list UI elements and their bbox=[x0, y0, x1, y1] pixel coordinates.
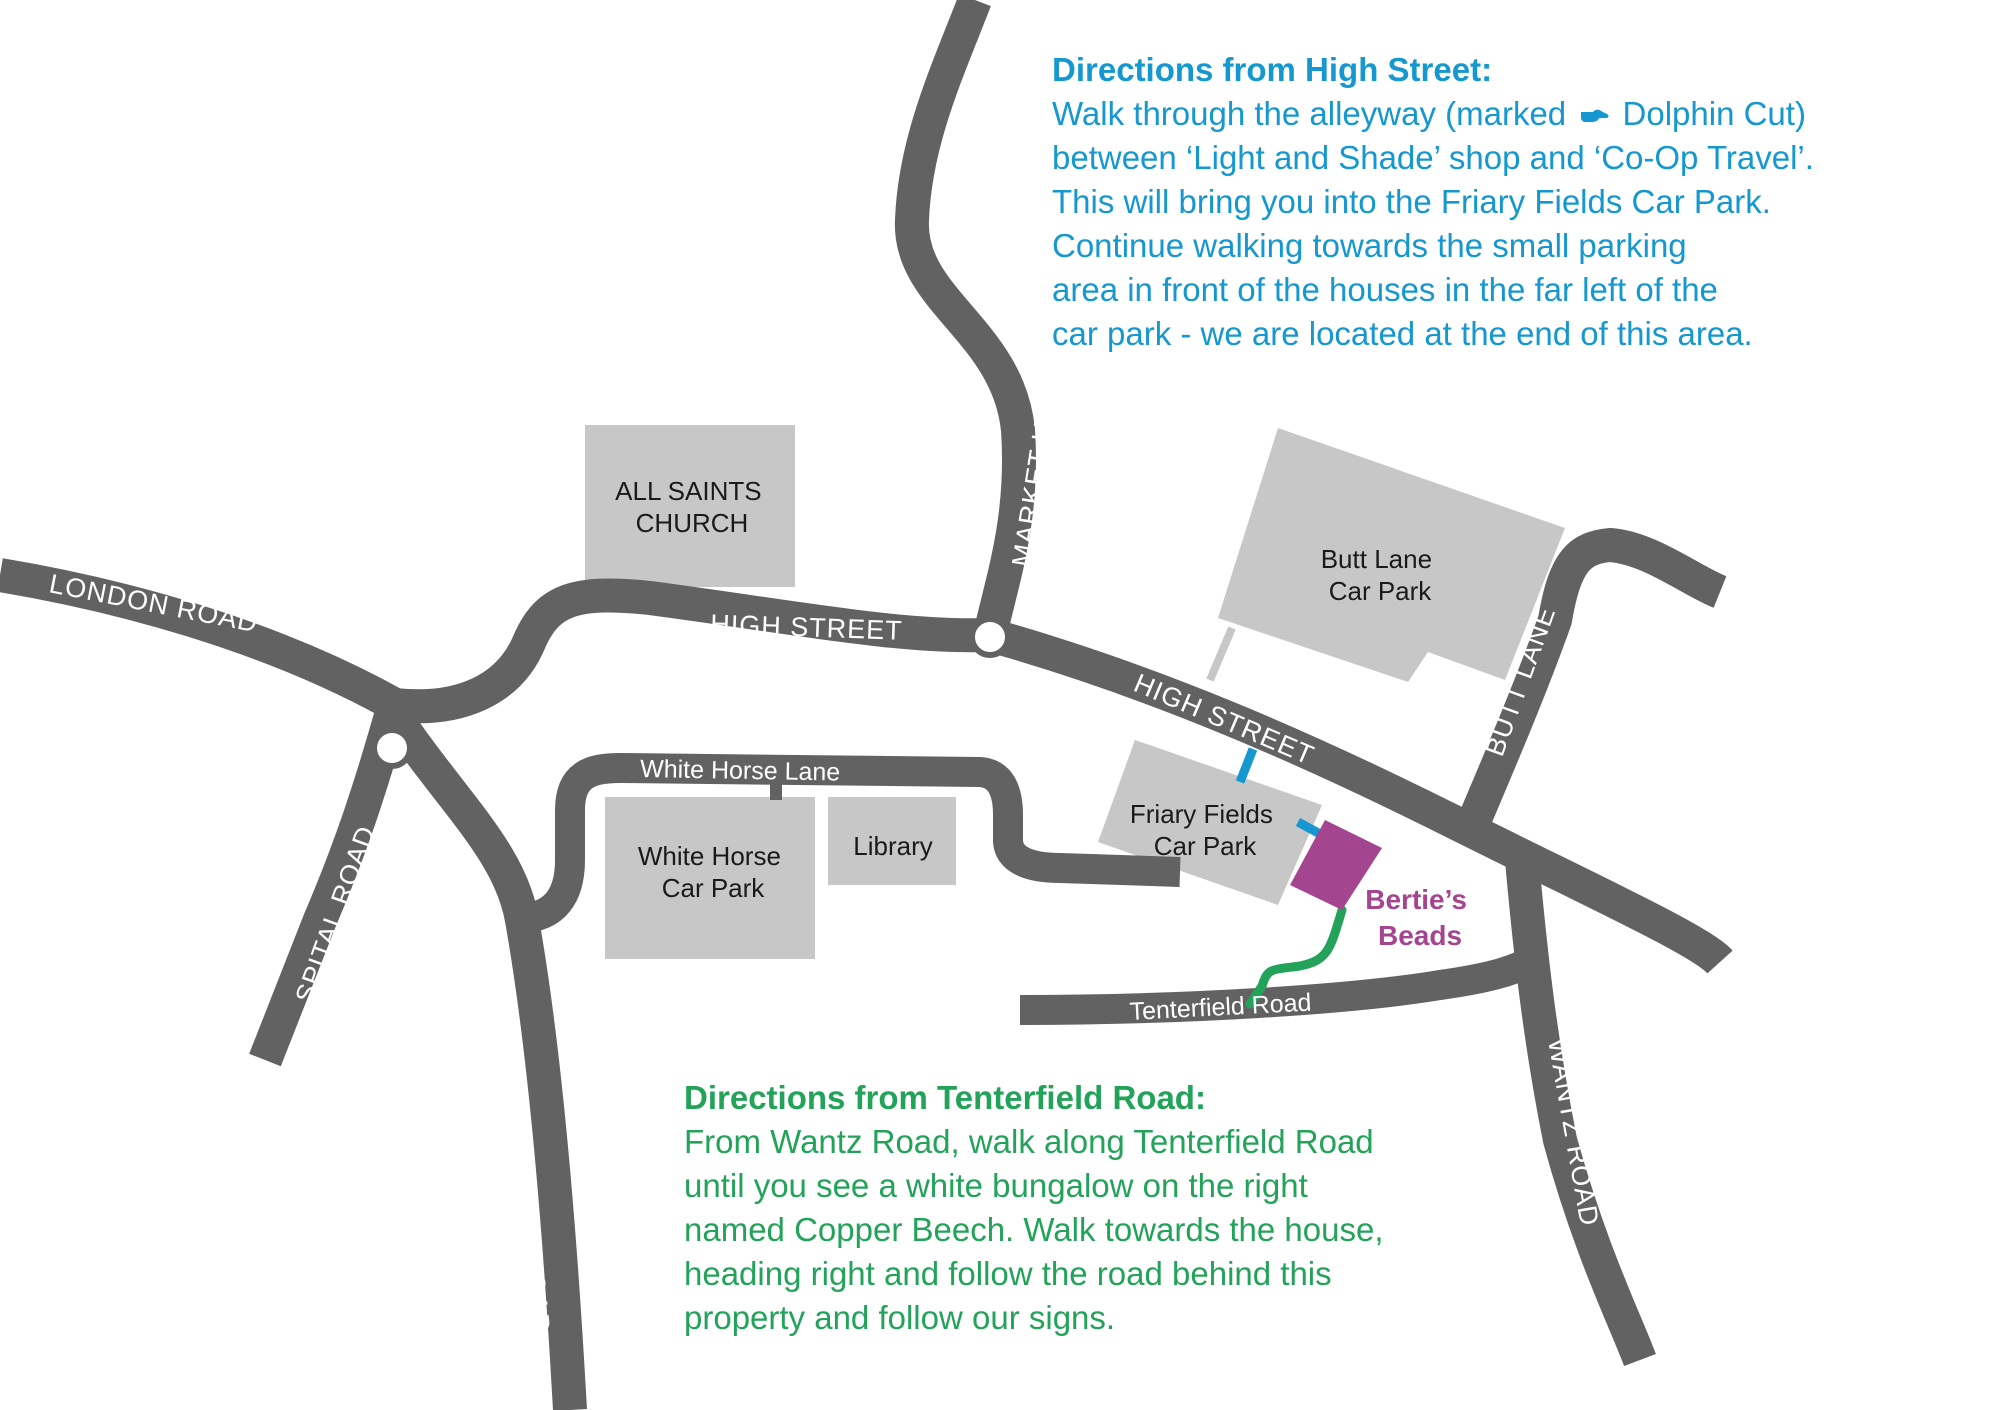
directions-line: area in front of the houses in the far l… bbox=[1052, 271, 1718, 308]
pointing-hand-icon bbox=[1581, 109, 1609, 123]
all-saints-church bbox=[585, 425, 795, 587]
butt-lane-road bbox=[1456, 528, 1727, 833]
white-horse-lane bbox=[519, 753, 1181, 933]
tenterfield-route bbox=[1245, 905, 1347, 1009]
directions-tenterfield-road: Directions from Tenterfield Road: From W… bbox=[684, 1076, 1384, 1340]
white-horse-lane-label: White Horse Lane bbox=[640, 755, 841, 786]
directions-line: Continue walking towards the small parki… bbox=[1052, 227, 1687, 264]
high-street-route bbox=[1235, 747, 1325, 839]
directions-line: until you see a white bungalow on the ri… bbox=[684, 1167, 1308, 1204]
berties-beads-shop bbox=[1290, 820, 1382, 910]
butt-lane-car-park bbox=[1218, 428, 1565, 682]
library-label: Library bbox=[853, 831, 932, 861]
wantz-road bbox=[1505, 858, 1656, 1367]
white-horse-car-park bbox=[605, 797, 815, 959]
high-street-west-label: HIGH STREET bbox=[710, 609, 903, 646]
library bbox=[828, 797, 956, 885]
directions-line: This will bring you into the Friary Fiel… bbox=[1052, 183, 1771, 220]
spital-road bbox=[249, 707, 409, 1067]
directions-line: named Copper Beech. Walk towards the hou… bbox=[684, 1211, 1384, 1248]
directions-line-text: Dolphin Cut) bbox=[1622, 95, 1806, 132]
directions-line: property and follow our signs. bbox=[684, 1299, 1116, 1336]
directions-high-street-heading: Directions from High Street: bbox=[1052, 51, 1493, 88]
directions-high-street: Directions from High Street: Walk throug… bbox=[1052, 48, 1814, 356]
directions-line: between ‘Light and Shade’ shop and ‘Co-O… bbox=[1052, 139, 1814, 176]
friary-fields-car-park-label: Friary Fields Car Park bbox=[1130, 799, 1280, 861]
tenterfield-road bbox=[1019, 942, 1549, 1025]
fambridge-road bbox=[377, 702, 587, 1410]
directions-tenterfield-heading: Directions from Tenterfield Road: bbox=[684, 1079, 1206, 1116]
butt-lane-car-park-label: Butt Lane Car Park bbox=[1321, 544, 1440, 606]
directions-line-text: Walk through the alleyway (marked bbox=[1052, 95, 1567, 132]
market-hill-road bbox=[894, 0, 1036, 639]
london-road-label: LONDON ROAD bbox=[47, 568, 261, 638]
directions-line: Walk through the alleyway (marked Dolphi… bbox=[1052, 92, 1814, 136]
friary-fields-car-park bbox=[1098, 740, 1322, 905]
high-street-road bbox=[0, 558, 1733, 975]
butt-lane-car-park-access bbox=[1206, 626, 1236, 682]
directions-line: From Wantz Road, walk along Tenterfield … bbox=[684, 1123, 1374, 1160]
directions-line: car park - we are located at the end of … bbox=[1052, 315, 1753, 352]
berties-beads-label: Bertie’s Beads bbox=[1365, 884, 1474, 951]
roundabout-icon bbox=[969, 616, 1011, 658]
all-saints-label: ALL SAINTS CHURCH bbox=[615, 476, 769, 538]
directions-line: heading right and follow the road behind… bbox=[684, 1255, 1332, 1292]
roundabout-icon bbox=[371, 727, 413, 769]
white-horse-car-park-label: White Horse Car Park bbox=[638, 841, 788, 903]
